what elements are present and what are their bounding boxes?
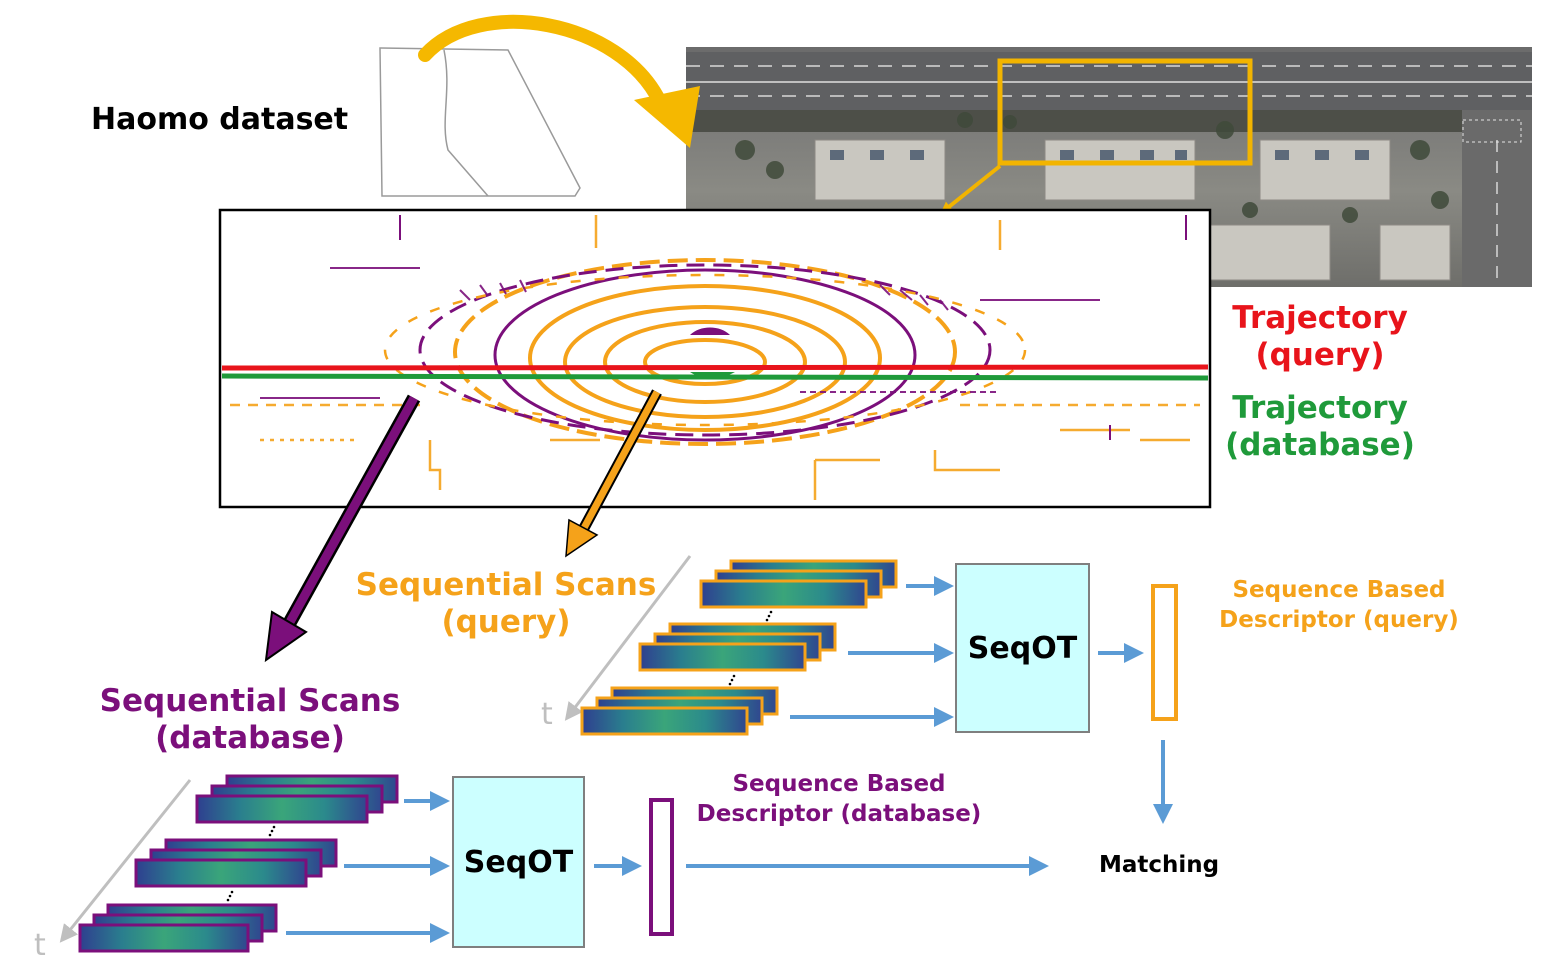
query-scan-stack-2	[638, 622, 837, 672]
query-descriptor-label-line2: Descriptor (query)	[1219, 606, 1459, 633]
highlight-connector-arrow	[940, 164, 1002, 214]
trajectory-query-legend-line1: Trajectory	[1232, 300, 1408, 336]
seqot-query-label: SeqOT	[967, 630, 1078, 666]
seqot-query-block: SeqOT	[955, 563, 1090, 733]
query-flow-arrows	[790, 576, 1173, 824]
seqot-database-block: SeqOT	[452, 776, 585, 948]
query-scans-arrow	[565, 389, 662, 558]
query-descriptor-label: Sequence Based Descriptor (query)	[1196, 576, 1482, 636]
dataset-label: Haomo dataset	[91, 102, 349, 137]
database-scan-stack-1	[195, 774, 399, 824]
dataset-zoom-arrowhead	[634, 86, 700, 148]
database-flow-arrows	[286, 791, 1049, 943]
query-scan-stack-3	[580, 686, 779, 736]
database-scans-label: Sequential Scans (database)	[92, 683, 408, 756]
database-time-label: t	[34, 928, 46, 963]
trajectory-query-legend-line2: (query)	[1255, 336, 1385, 373]
trajectory-database-legend-line1: Trajectory	[1232, 390, 1408, 426]
database-descriptor-bar	[649, 798, 674, 936]
matching-label: Matching	[1099, 852, 1220, 878]
query-scan-stack-1	[699, 559, 898, 609]
query-time-axis	[564, 555, 692, 721]
query-ellipsis-dots	[728, 610, 773, 686]
trajectory-database-line	[221, 373, 1209, 381]
dataset-map-outline	[379, 47, 581, 197]
database-descriptor-label: Sequence Based Descriptor (database)	[676, 770, 1002, 830]
database-descriptor-label-line1: Sequence Based	[732, 771, 946, 797]
dataset-zoom-arrow	[418, 14, 667, 109]
query-scans-label: Sequential Scans (query)	[348, 567, 664, 640]
database-scan-stack-3	[78, 903, 278, 953]
trajectory-query-legend: Trajectory (query)	[1222, 300, 1418, 373]
trajectory-database-legend: Trajectory (database)	[1212, 390, 1428, 463]
query-scans-label-line1: Sequential Scans	[355, 567, 657, 603]
database-ellipsis-dots	[226, 825, 276, 902]
trajectory-database-legend-line2: (database)	[1225, 426, 1415, 463]
database-scan-stack-2	[134, 838, 338, 888]
trajectory-query-line	[221, 364, 1209, 371]
seqot-database-label: SeqOT	[463, 844, 574, 880]
query-time-label: t	[541, 697, 553, 732]
database-scans-label-line2: (database)	[155, 719, 345, 756]
point-cloud-panel	[218, 208, 1212, 509]
database-time-axis	[59, 779, 192, 943]
query-descriptor-label-line1: Sequence Based	[1232, 577, 1446, 603]
database-scans-label-line1: Sequential Scans	[99, 683, 401, 719]
highlight-box	[997, 58, 1253, 166]
query-descriptor-bar	[1151, 584, 1178, 721]
database-scans-arrow	[264, 394, 421, 663]
database-descriptor-label-line2: Descriptor (database)	[696, 800, 982, 827]
query-scans-label-line2: (query)	[441, 603, 571, 640]
